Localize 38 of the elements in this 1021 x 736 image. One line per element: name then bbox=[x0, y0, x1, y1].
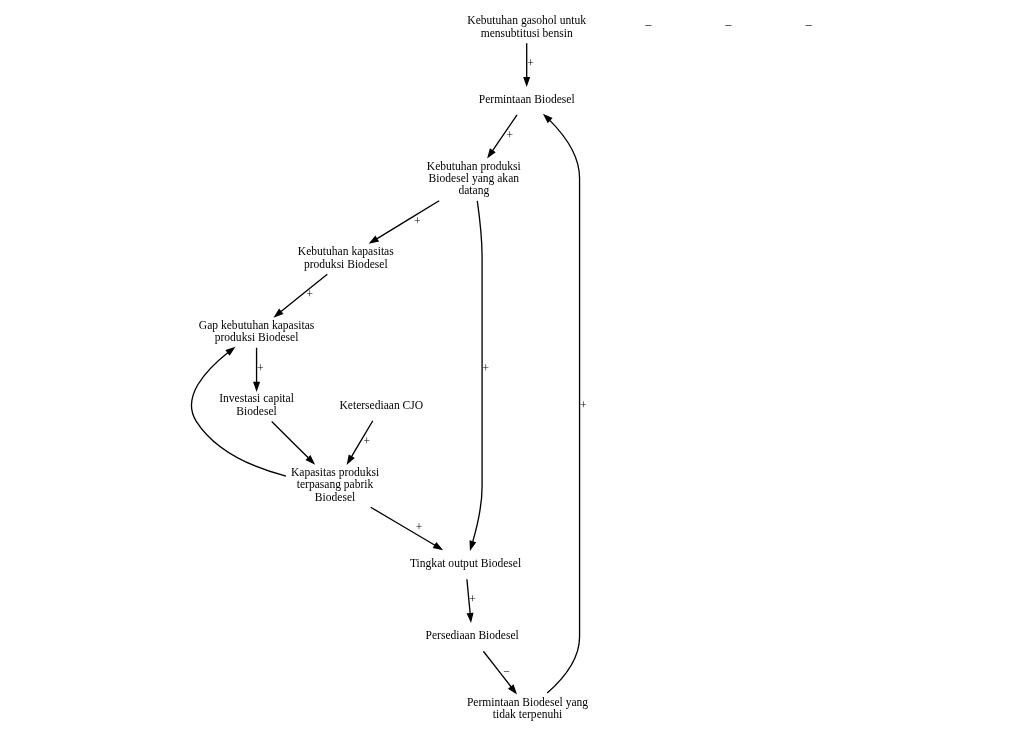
edge-label: + bbox=[256, 361, 264, 375]
arrow bbox=[368, 200, 440, 244]
arrow bbox=[346, 420, 373, 465]
arrow bbox=[465, 578, 474, 624]
label: − bbox=[643, 18, 652, 34]
edge-label: + bbox=[579, 398, 587, 412]
edge-label: + bbox=[506, 128, 513, 142]
arrow bbox=[270, 420, 315, 465]
node-text: Ketersediaan CJO bbox=[338, 398, 423, 412]
node-text: Kebutuhan kapasitas produksi Biodesel bbox=[297, 245, 394, 271]
node-text: Investasi capital Biodesel bbox=[218, 392, 294, 418]
edge-label: + bbox=[526, 57, 534, 71]
node-text: Kapasitas produksi terpasang pabrik Biodesel bbox=[290, 465, 379, 504]
arrow bbox=[482, 650, 517, 695]
edge-label: + bbox=[415, 521, 422, 535]
node-text: Kebutuhan produksi Biodesel yang akan datang bbox=[426, 159, 521, 198]
arrow bbox=[252, 347, 260, 392]
arrow bbox=[190, 346, 287, 477]
arrow bbox=[542, 113, 580, 694]
edge-label: + bbox=[413, 214, 420, 228]
label: − bbox=[724, 18, 732, 34]
node-text: Kebutuhan gasohol untuk mensubtitusi bensin bbox=[466, 14, 586, 40]
arrow bbox=[522, 42, 530, 88]
node-text: Tingkat output Biodesel bbox=[409, 557, 521, 571]
edge-label: + bbox=[306, 288, 313, 302]
label: − bbox=[804, 18, 812, 34]
arrow bbox=[486, 114, 518, 159]
node-text: Permintaan Biodesel yang tidak terpenuhi bbox=[466, 695, 588, 722]
node-text: Persediaan Biodesel bbox=[425, 629, 519, 643]
arrow bbox=[272, 273, 328, 318]
node-text: Permintaan Biodesel bbox=[478, 92, 575, 106]
edge-label: + bbox=[363, 435, 370, 449]
edge-label: + bbox=[482, 361, 489, 375]
node-text: Gap kebutuhan kapasitas produksi Biodesel bbox=[198, 318, 314, 345]
edge-label: + bbox=[468, 593, 476, 607]
arrow bbox=[469, 200, 483, 551]
arrow bbox=[369, 506, 443, 551]
edge-label: − bbox=[502, 665, 510, 679]
